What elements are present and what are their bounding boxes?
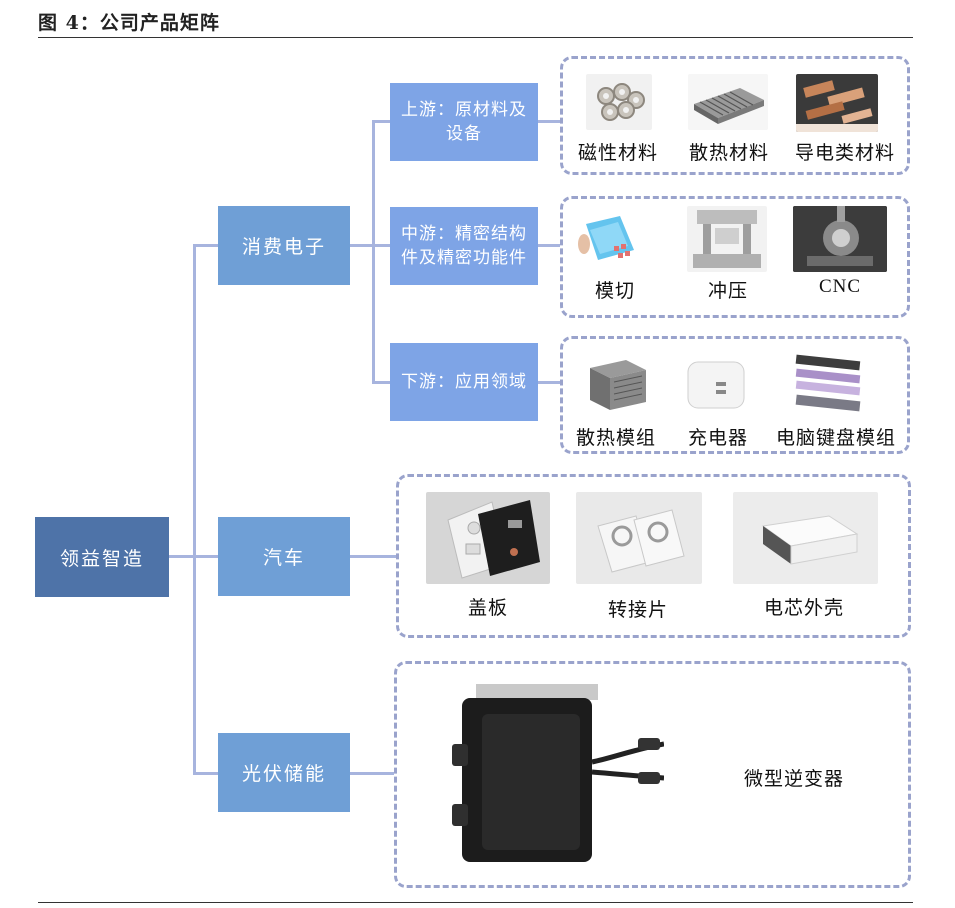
node-upstream: 上游：原材料及设备 [390, 83, 538, 161]
node-consumer-electronics: 消费电子 [218, 206, 350, 285]
product-label: 充电器 [687, 427, 748, 449]
conductive-material-image [796, 74, 878, 132]
panel-pv-products [394, 661, 911, 888]
connector [193, 244, 218, 247]
die-cutting-image [576, 210, 642, 266]
connector [538, 120, 560, 123]
node-automotive: 汽车 [218, 517, 350, 596]
product-label: 冲压 [707, 280, 748, 302]
panel-downstream-products [560, 336, 910, 454]
product-label: 模切 [594, 280, 635, 302]
product-label: 导电类材料 [794, 142, 895, 164]
connector [169, 555, 193, 558]
stamping-image [687, 206, 767, 272]
node-midstream: 中游：精密结构件及精密功能件 [390, 207, 538, 285]
product-label: 微型逆变器 [743, 768, 844, 790]
bottom-rule [38, 902, 913, 903]
product-label: 散热材料 [688, 142, 769, 164]
heat-module-image [586, 354, 650, 412]
product-label: 电芯外壳 [763, 597, 844, 619]
connector [538, 381, 560, 384]
connector [193, 555, 218, 558]
micro-inverter-image [452, 684, 664, 864]
product-label: 转接片 [607, 599, 668, 621]
panel-midstream-products [560, 196, 910, 318]
product-label: CNC [818, 276, 862, 297]
cover-plate-image [426, 492, 550, 584]
connector [372, 244, 390, 247]
connector [350, 555, 396, 558]
cnc-image [793, 206, 887, 272]
connector [350, 772, 394, 775]
cell-housing-image [733, 492, 878, 584]
figure-title: 图 4：公司产品矩阵 [38, 12, 220, 34]
connector [372, 120, 375, 383]
root-node: 领益智造 [35, 517, 169, 597]
product-label: 磁性材料 [577, 142, 658, 164]
node-downstream: 下游：应用领域 [390, 343, 538, 421]
connector [193, 772, 218, 775]
connector-sheet-image [576, 492, 702, 584]
product-label: 电脑键盘模组 [775, 427, 896, 449]
keyboard-module-image [790, 354, 866, 414]
product-label: 盖板 [467, 597, 508, 619]
panel-auto-products [396, 474, 911, 638]
connector [538, 244, 560, 247]
charger-image [676, 354, 760, 414]
connector [350, 244, 373, 247]
node-pv-storage: 光伏储能 [218, 733, 350, 812]
magnetic-material-image [586, 74, 652, 130]
connector [372, 381, 390, 384]
connector [193, 244, 196, 775]
heat-dissipation-material-image [688, 74, 768, 130]
connector [372, 120, 390, 123]
top-rule [38, 37, 913, 38]
panel-upstream-products [560, 56, 910, 175]
product-label: 散热模组 [575, 427, 656, 449]
